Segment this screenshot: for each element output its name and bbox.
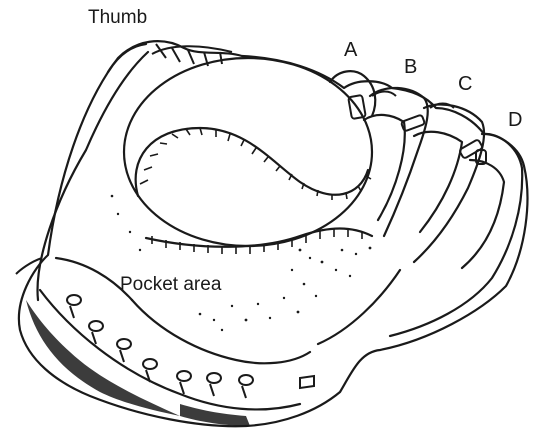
glove-welt bbox=[38, 52, 148, 300]
baseball bbox=[124, 58, 372, 246]
finger-c-inner bbox=[414, 132, 462, 232]
finger-b-outer bbox=[370, 88, 428, 236]
ball-seam-upper bbox=[136, 128, 368, 196]
finger-a-label: A bbox=[344, 40, 357, 60]
finger-a bbox=[330, 71, 375, 116]
thumb-lacing bbox=[152, 44, 232, 66]
pocket-stipple bbox=[111, 195, 372, 331]
heel-shading bbox=[26, 300, 250, 426]
finger-d-label: D bbox=[508, 110, 522, 130]
glove-outline bbox=[19, 41, 528, 426]
thumb-label: Thumb bbox=[88, 8, 147, 27]
palm-edge-lower bbox=[132, 300, 310, 363]
pocket-area-label: Pocket area bbox=[120, 275, 221, 294]
finger-c-label: C bbox=[458, 74, 472, 94]
finger-b-label: B bbox=[404, 57, 417, 77]
finger-d-inner bbox=[462, 160, 504, 268]
palm-lower-line bbox=[318, 270, 400, 344]
thumb-edge bbox=[108, 44, 146, 72]
